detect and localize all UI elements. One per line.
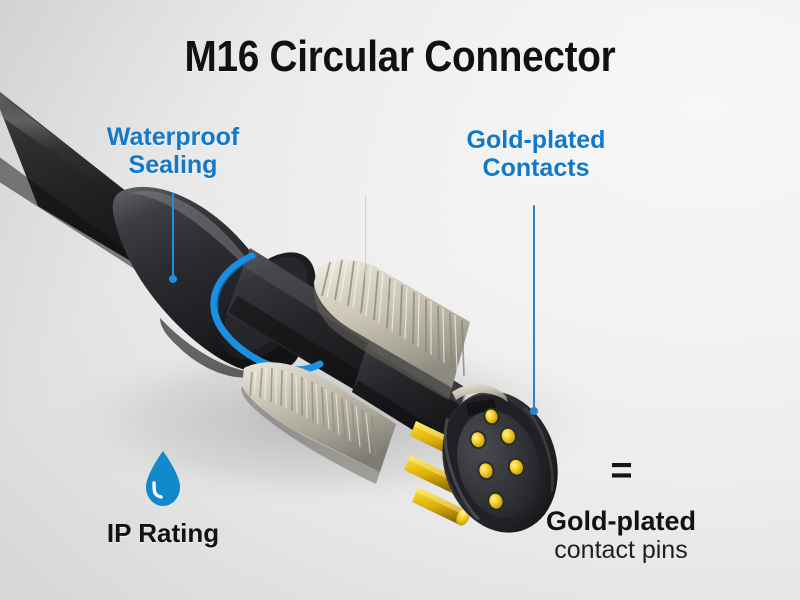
front-metal-ring (452, 384, 508, 402)
pin-legend-line2: contact pins (554, 536, 688, 565)
leader-line-stroke (172, 193, 174, 281)
face-contact-pins (469, 407, 526, 511)
pin-legend-line1: Gold-plated (546, 505, 696, 536)
leader-line-stroke (365, 196, 366, 304)
page-title: M16 Circular Connector (184, 32, 616, 81)
contact-pin (412, 487, 470, 526)
knurled-coupling-nut (313, 259, 470, 400)
knurled-sleeve-lower (241, 362, 396, 484)
water-drop-icon (146, 451, 180, 506)
callout-gold-line2: Contacts (482, 154, 590, 182)
callout-gold-line1: Gold-plated (466, 126, 606, 154)
callout-waterproof-line1: Waterproof (106, 123, 240, 151)
leader-line-stroke (533, 205, 535, 412)
callout-waterproof-line2: Sealing (128, 151, 218, 179)
seal-highlight-shade (216, 257, 255, 310)
ip-rating-label: IP Rating (106, 518, 220, 548)
ip-rating-feature: IP Rating (63, 450, 263, 549)
callout-waterproof: Waterproof Sealing (60, 123, 286, 179)
gold-pins-legend: = Gold-plated contact pins (505, 450, 737, 565)
equals-sign: = (610, 450, 632, 492)
connector-face (442, 391, 558, 533)
callout-gold-plated-contacts: Gold-plated Contacts (423, 126, 649, 182)
leader-line-endpoint-dot (169, 275, 177, 283)
leader-line-endpoint-dot (530, 407, 538, 415)
